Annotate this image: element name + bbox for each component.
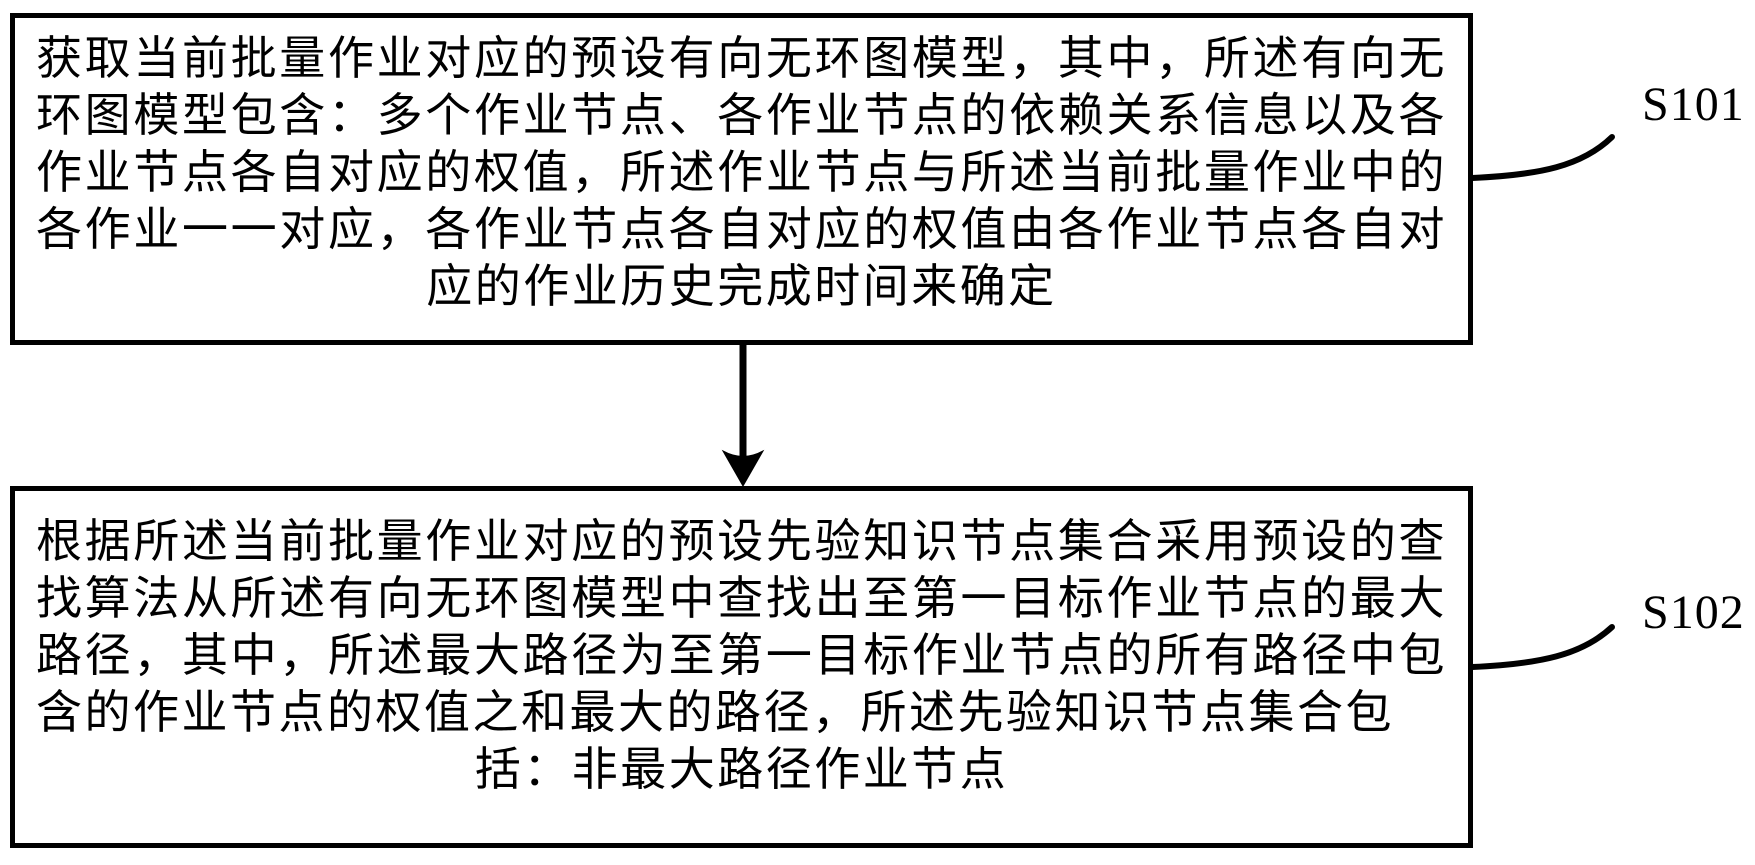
step-label-s102: S102 bbox=[1642, 586, 1745, 639]
text-line: 各作业一一对应，各作业节点各自对应的权值由各作业节点各自对 bbox=[36, 204, 1447, 255]
text-line: 环图模型包含：多个作业节点、各作业节点的依赖关系信息以及各 bbox=[36, 90, 1447, 141]
text-line: 根据所述当前批量作业对应的预设先验知识节点集合采用预设的查 bbox=[36, 516, 1447, 567]
text-line: 路径，其中，所述最大路径为至第一目标作业节点的所有路径中包 bbox=[36, 630, 1447, 681]
process-box-s101: 获取当前批量作业对应的预设有向无环图模型，其中，所述有向无 环图模型包含：多个作… bbox=[10, 13, 1473, 345]
s102-reference-curve-icon bbox=[1469, 624, 1615, 670]
text-line: 括：非最大路径作业节点 bbox=[474, 744, 1009, 795]
text-line: 作业节点各自对应的权值，所述作业节点与所述当前批量作业中的 bbox=[36, 147, 1447, 198]
process-box-s102: 根据所述当前批量作业对应的预设先验知识节点集合采用预设的查 找算法从所述有向无环… bbox=[10, 486, 1473, 848]
text-line: 含的作业节点的权值之和最大的路径，所述先验知识节点集合包 bbox=[36, 687, 1394, 738]
text-line: 获取当前批量作业对应的预设有向无环图模型，其中，所述有向无 bbox=[36, 33, 1447, 84]
s101-reference-curve-icon bbox=[1469, 134, 1615, 181]
text-line: 应的作业历史完成时间来确定 bbox=[426, 261, 1057, 312]
text-line: 找算法从所述有向无环图模型中查找出至第一目标作业节点的最大 bbox=[36, 573, 1447, 624]
step-label-s101: S101 bbox=[1642, 78, 1745, 131]
flow-down-arrow-icon bbox=[721, 344, 765, 488]
